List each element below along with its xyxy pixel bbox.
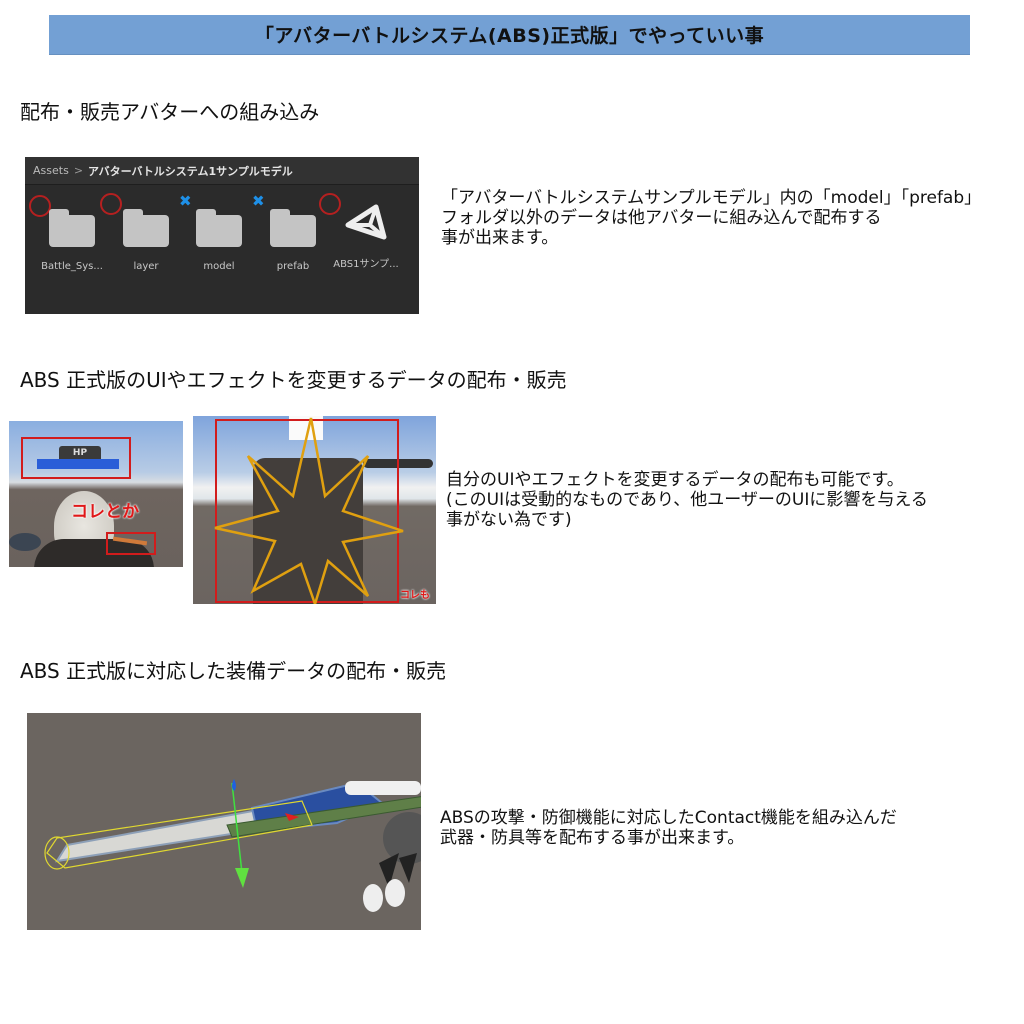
allowed-circle-icon — [29, 195, 51, 217]
highlight-box — [215, 419, 399, 603]
asset-prefab-folder[interactable]: prefab — [258, 201, 328, 272]
section-heading-avatar-embedding: 配布・販売アバターへの組み込み — [20, 100, 320, 124]
section-description: ABSの攻撃・防御機能に対応したContact機能を組み込んだ 武器・防具等を配… — [440, 808, 897, 848]
allowed-circle-icon — [100, 193, 122, 215]
weapon-screenshot — [27, 713, 421, 930]
asset-label: model — [203, 261, 235, 272]
effect-screenshot: コレも — [193, 416, 436, 604]
sword-model-icon — [44, 779, 421, 912]
unity-project-panel: Assets > アバターバトルシステム1サンプルモデル ✖ ✖ Battle_… — [25, 157, 419, 314]
star-effect-icon — [214, 417, 404, 604]
section-description: 「アバターバトルシステムサンプルモデル」内の「model」「prefab」 フォ… — [441, 188, 982, 248]
hp-label: HP — [59, 446, 101, 460]
asset-label: Battle_Sys... — [41, 261, 103, 272]
breadcrumb-current[interactable]: アバターバトルシステム1サンプルモデル — [88, 164, 293, 178]
title-banner: 「アバターバトルシステム(ABS)正式版」でやっていい事 — [49, 15, 970, 55]
section-heading-equipment: ABS 正式版に対応した装備データの配布・販売 — [20, 659, 447, 683]
annotation-kore-mo: コレも — [400, 590, 430, 601]
folder-icon — [123, 209, 169, 247]
breadcrumb-separator: > — [73, 164, 84, 177]
asset-abs-sample-scene[interactable]: ABS1サンプ... — [331, 201, 401, 270]
folder-icon — [196, 209, 242, 247]
allowed-circle-icon — [319, 193, 341, 215]
asset-label: prefab — [276, 261, 310, 272]
folder-icon — [49, 209, 95, 247]
hp-ui-screenshot: HP コレとか — [9, 421, 183, 567]
highlight-box — [21, 437, 131, 479]
asset-label: ABS1サンプ... — [333, 259, 399, 270]
highlight-box — [106, 532, 156, 555]
forbidden-cross-icon: ✖ — [252, 192, 265, 210]
section-description: 自分のUIやエフェクトを変更するデータの配布も可能です。 (このUIは受動的なも… — [446, 470, 928, 530]
asset-layer-folder[interactable]: layer — [111, 201, 181, 272]
forbidden-cross-icon: ✖ — [179, 192, 192, 210]
table-object — [9, 533, 41, 551]
asset-label: layer — [133, 261, 159, 272]
annotation-kore-toka: コレとか — [71, 502, 139, 522]
breadcrumb-root[interactable]: Assets — [33, 164, 69, 177]
section-heading-ui-effects: ABS 正式版のUIやエフェクトを変更するデータの配布・販売 — [20, 368, 567, 392]
unity-logo-icon — [345, 204, 387, 240]
asset-model-folder[interactable]: model — [184, 201, 254, 272]
asset-battle-system-folder[interactable]: Battle_Sys... — [37, 201, 107, 272]
hp-bar — [37, 459, 119, 469]
folder-icon — [270, 209, 316, 247]
breadcrumb: Assets > アバターバトルシステム1サンプルモデル — [25, 157, 419, 185]
banner-title: 「アバターバトルシステム(ABS)正式版」でやっていい事 — [254, 25, 765, 47]
